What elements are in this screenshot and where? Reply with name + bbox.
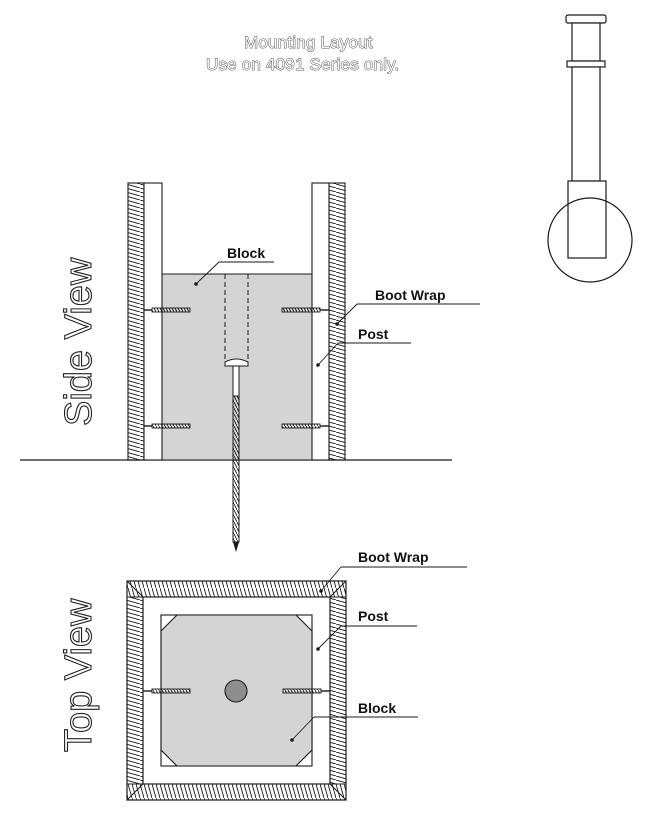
- side-boot-wrap-right: [328, 182, 346, 461]
- top-callout-block: Block: [290, 700, 418, 742]
- side-screw-lower-right: [281, 423, 329, 429]
- thumb-cap-top: [565, 14, 607, 24]
- thumb-lower-shaft: [571, 66, 601, 182]
- diagram-title: Mounting Layout: [244, 33, 373, 53]
- side-callout-block-text: Block: [227, 245, 265, 261]
- top-view-drawing: Boot Wrap Post Block: [126, 549, 467, 801]
- side-center-bore: [224, 274, 249, 362]
- side-callout-post: Post: [316, 326, 411, 367]
- side-lag-bolt-thread: [232, 395, 240, 543]
- thumb-collar: [566, 60, 606, 68]
- side-post-wall-right: [311, 182, 330, 461]
- top-callout-post-text: Post: [358, 608, 389, 624]
- thumb-detail-circle: [547, 197, 633, 283]
- top-callout-post: Post: [316, 608, 417, 651]
- top-callout-boot-wrap: Boot Wrap: [319, 549, 467, 593]
- top-boot-wrap-top: [126, 580, 347, 598]
- top-center-bolt: [224, 679, 248, 703]
- top-boot-wrap-bottom: [126, 783, 347, 801]
- top-boot-wrap-left: [126, 596, 144, 785]
- side-lag-bolt-tip: [233, 542, 239, 552]
- side-view-drawing: Block Boot Wrap Post: [20, 182, 480, 552]
- diagram-subtitle: Use on 4091 Series only.: [206, 55, 400, 75]
- top-boot-wrap-right: [329, 596, 347, 785]
- thumb-base: [567, 180, 607, 259]
- side-screw-upper-right: [281, 307, 329, 313]
- top-screw-right: [282, 688, 330, 694]
- side-boot-wrap-left: [127, 182, 145, 461]
- top-boot-wrap-corners: [126, 580, 347, 801]
- top-screw-left: [143, 688, 191, 694]
- side-screws: [144, 307, 329, 429]
- thumb-upper-shaft: [571, 22, 601, 62]
- side-callout-post-text: Post: [358, 326, 389, 342]
- side-lag-bolt-head: [224, 358, 249, 367]
- side-callout-block: Block: [194, 245, 274, 286]
- top-callout-block-text: Block: [358, 700, 396, 716]
- side-post-wall-left: [143, 182, 163, 461]
- side-screw-upper-left: [144, 307, 191, 313]
- side-lag-bolt-shank: [232, 365, 240, 397]
- side-screw-lower-left: [144, 423, 191, 429]
- top-callout-boot-wrap-text: Boot Wrap: [358, 549, 429, 565]
- post-thumbnail: [547, 14, 633, 283]
- side-callout-boot-wrap-text: Boot Wrap: [375, 287, 446, 303]
- side-callout-boot-wrap: Boot Wrap: [335, 287, 480, 326]
